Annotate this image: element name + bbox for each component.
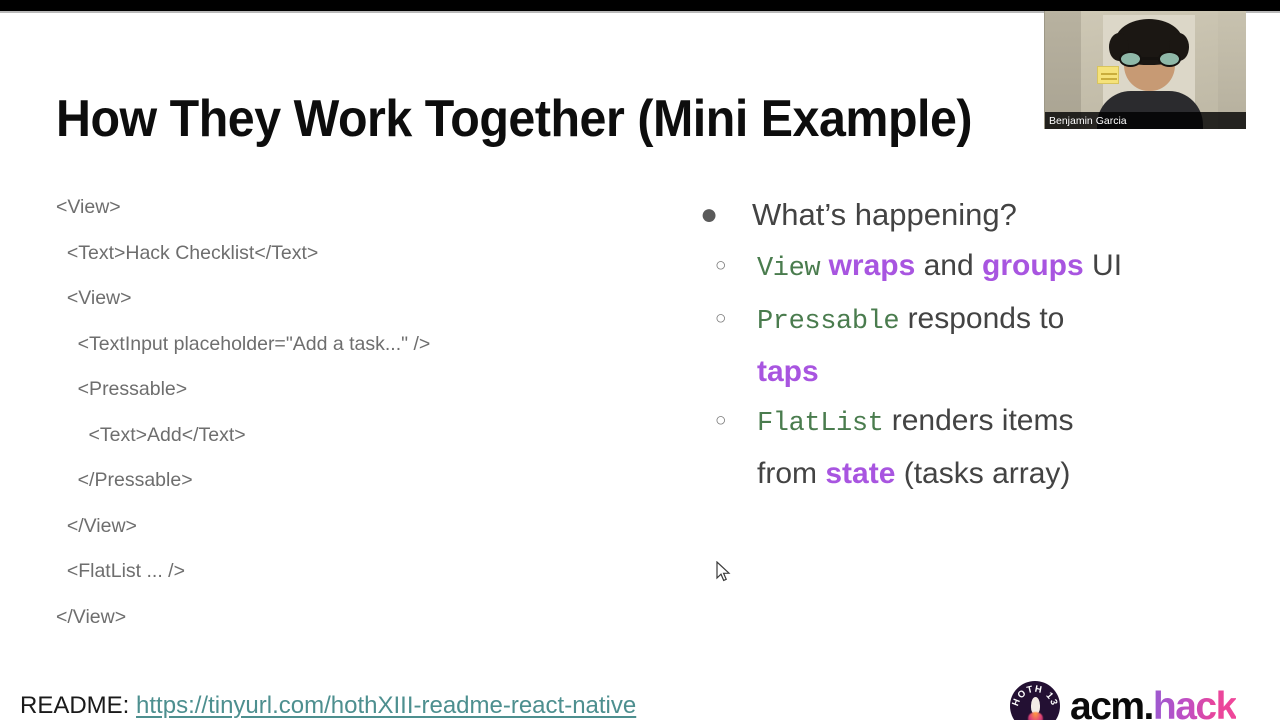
code-line: <View> — [56, 196, 121, 218]
code-line: <FlatList ... /> — [56, 560, 185, 582]
hoth-badge-icon: HOTH 13 — [1010, 681, 1060, 720]
bullet-heading: What’s happening? — [752, 197, 1017, 232]
bullet-circle-icon: ○ — [715, 308, 727, 329]
plain-token: renders items from — [757, 404, 1074, 490]
flame-icon — [1028, 712, 1043, 720]
code-line: <Text>Hack Checklist</Text> — [56, 241, 319, 264]
brand-wordmark: acm.hack — [1070, 684, 1237, 720]
mouse-cursor-icon — [716, 561, 731, 582]
bullet-text: FlatList renders items from state (tasks… — [757, 396, 1127, 498]
webcam-overlay[interactable]: Benjamin Garcia — [1044, 11, 1246, 129]
emphasis-token: wraps — [828, 249, 916, 282]
slide-canvas: How They Work Together (Mini Example) <V… — [0, 13, 1280, 720]
code-token: View — [757, 254, 821, 284]
letterbox-edge-line — [0, 11, 1280, 13]
brand-acm: acm. — [1070, 684, 1154, 720]
readme-link[interactable]: https://tinyurl.com/hothXIII-readme-reac… — [136, 692, 637, 719]
bullet-text: View wraps and groups UI — [757, 241, 1122, 294]
code-snippet-block: <View> <Text>Hack Checklist</Text> <View… — [56, 185, 616, 640]
page-title: How They Work Together (Mini Example) — [56, 90, 973, 148]
glasses-bridge — [1142, 57, 1158, 60]
glasses-lens-left — [1119, 51, 1142, 67]
acm-hack-logo: HOTH 13 acm.hack — [1010, 681, 1237, 720]
plain-token: responds to — [899, 302, 1065, 335]
plain-token: UI — [1083, 249, 1123, 282]
glasses-lens-right — [1158, 51, 1181, 67]
code-line: </View> — [56, 605, 127, 628]
plain-token — [820, 249, 828, 282]
bullet-circle-icon: ○ — [715, 255, 727, 276]
code-line: <Pressable> — [56, 378, 188, 400]
bullet-level2: ○ View wraps and groups UI — [695, 241, 1225, 294]
plain-token: and — [915, 249, 983, 282]
code-line: </View> — [56, 514, 137, 537]
webcam-bg-left — [1045, 11, 1081, 129]
glasses-icon — [1119, 51, 1181, 67]
emphasis-token: groups — [982, 249, 1084, 282]
readme-line: README: https://tinyurl.com/hothXIII-rea… — [20, 692, 636, 720]
code-line: <TextInput placeholder="Add a task..." /… — [56, 332, 431, 355]
bullet-circle-icon: ○ — [715, 410, 727, 431]
hoth-badge-ring-text: HOTH 13 — [1010, 684, 1058, 708]
plain-token: (tasks array) — [895, 457, 1071, 490]
bullet-level2: ○ Pressable responds to taps — [695, 294, 1225, 396]
bullet-dot-icon: ● — [700, 198, 719, 231]
code-token: FlatList — [757, 409, 884, 439]
emphasis-token: state — [825, 457, 896, 490]
sticky-note-icon — [1097, 66, 1119, 84]
code-line: <View> — [56, 287, 132, 309]
emphasis-token: taps — [757, 355, 819, 388]
webcam-bg-right — [1218, 11, 1246, 129]
code-token: Pressable — [757, 307, 900, 337]
webcam-participant-name: Benjamin Garcia — [1049, 114, 1127, 127]
letterbox-top-bar — [0, 0, 1280, 11]
bullet-text: Pressable responds to taps — [757, 294, 1127, 396]
rocket-icon — [1031, 697, 1040, 714]
bullet-level1: ● What’s happening? — [695, 191, 1225, 239]
webcam-name-bar: Benjamin Garcia — [1045, 112, 1246, 129]
brand-hack: hack — [1153, 685, 1237, 720]
bullet-level2: ○ FlatList renders items from state (task… — [695, 396, 1225, 498]
code-line: </Pressable> — [56, 469, 193, 491]
bullet-list: ● What’s happening? ○ View wraps and grou… — [695, 191, 1225, 498]
sub-bullet-container: ○ View wraps and groups UI ○ Pressable resp… — [695, 241, 1225, 498]
readme-label: README: — [20, 692, 130, 719]
code-line: <Text>Add</Text> — [56, 423, 246, 446]
